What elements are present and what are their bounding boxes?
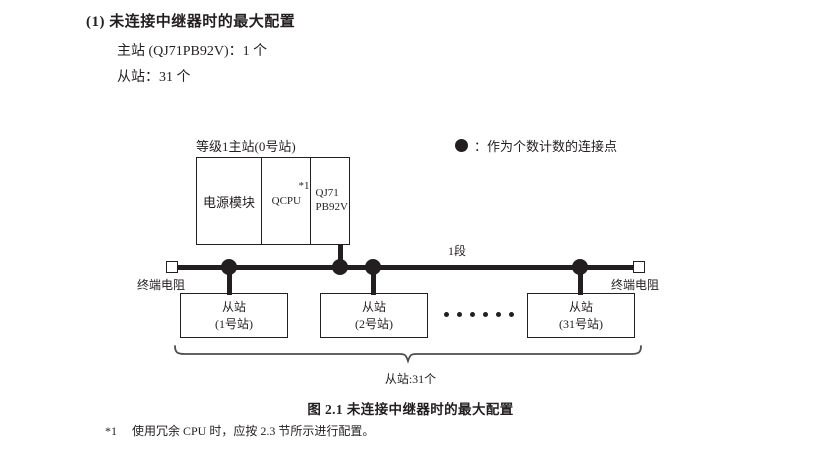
master-station-caption: 等级1主站(0号站): [196, 139, 296, 154]
legend-label: ：作为个数计数的连接点: [474, 139, 618, 154]
bus-node: [221, 259, 237, 275]
ellipsis-dots-icon: [444, 312, 514, 317]
bus-node: [332, 259, 348, 275]
slave-group-brace: [172, 344, 644, 373]
bus-node: [572, 259, 588, 275]
segment-label: 1段: [448, 244, 467, 258]
spec-slave-count: 从站：31 个: [117, 70, 191, 85]
module-power-supply: 电源模块: [197, 158, 263, 244]
module-qcpu-label: QCPU: [271, 195, 301, 207]
module-power-supply-label: 电源模块: [203, 194, 256, 210]
slave-station-31: 从站 (31号站): [527, 293, 635, 338]
master-drop-line: [338, 245, 343, 267]
module-qj71pb92v: QJ71 PB92V: [311, 158, 349, 244]
terminator-right-icon: [633, 261, 645, 273]
module-qj71pb92v-label-line2: PB92V: [315, 201, 348, 213]
master-station-module: 电源模块 QCPU *1 QJ71 PB92V: [196, 157, 350, 245]
terminator-left-label: 终端电阻: [137, 278, 186, 292]
spec-master-count: 主站 (QJ71PB92V)：1 个: [117, 44, 268, 59]
footnote-marker-label: *1: [105, 424, 117, 438]
slave-drop-line: [227, 268, 232, 295]
slave-station-number: (2号站): [355, 316, 393, 331]
slave-station-number: (1号站): [215, 316, 253, 331]
slave-total-label: 从站:31个: [384, 372, 437, 386]
footnote: *1 使用冗余 CPU 时，应按 2.3 节所示进行配置。: [105, 422, 374, 439]
footnote-text: 使用冗余 CPU 时，应按 2.3 节所示进行配置。: [132, 424, 375, 438]
slave-station-1: 从站 (1号站): [180, 293, 288, 338]
slave-drop-line: [578, 268, 583, 295]
filled-circle-icon: [455, 139, 468, 152]
terminator-right-label: 终端电阻: [611, 278, 660, 292]
terminator-left-icon: [166, 261, 178, 273]
module-qj71pb92v-label-line1: QJ71: [315, 187, 339, 200]
slave-station-title: 从站: [221, 300, 246, 315]
slave-drop-line: [371, 268, 376, 295]
slave-station-title: 从站: [361, 300, 386, 315]
slave-station-2: 从站 (2号站): [320, 293, 428, 338]
module-qcpu: QCPU *1: [262, 158, 312, 244]
footnote-marker: *1: [298, 180, 310, 192]
slave-station-number: (31号站): [559, 316, 603, 331]
slave-station-title: 从站: [568, 300, 593, 315]
section-heading: (1) 未连接中继器时的最大配置: [86, 14, 296, 30]
bus-trunk-line: [174, 265, 639, 270]
figure-caption: 图 2.1 未连接中继器时的最大配置: [307, 402, 514, 417]
bus-node: [365, 259, 381, 275]
legend: ：作为个数计数的连接点: [455, 136, 617, 155]
